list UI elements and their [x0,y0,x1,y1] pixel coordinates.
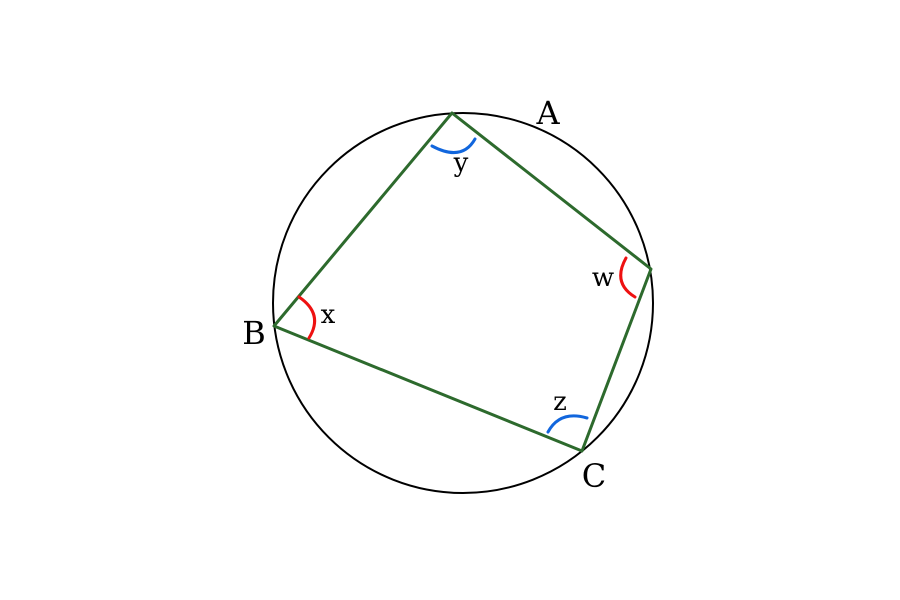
circumcircle [272,112,654,494]
vertex-label-c: C [582,457,606,495]
inscribed-quadrilateral [272,111,653,453]
angle-arc-w [619,256,637,299]
angle-label-y: y [453,148,469,178]
angle-arc-y [430,137,477,155]
angle-label-w: w [592,263,614,293]
angle-label-x: x [321,300,336,330]
angle-arc-x [297,295,317,340]
angle-label-z: z [553,387,567,417]
vertex-label-a: A [535,94,560,132]
angle-arc-z [546,414,589,434]
vertex-label-b: B [242,314,266,352]
